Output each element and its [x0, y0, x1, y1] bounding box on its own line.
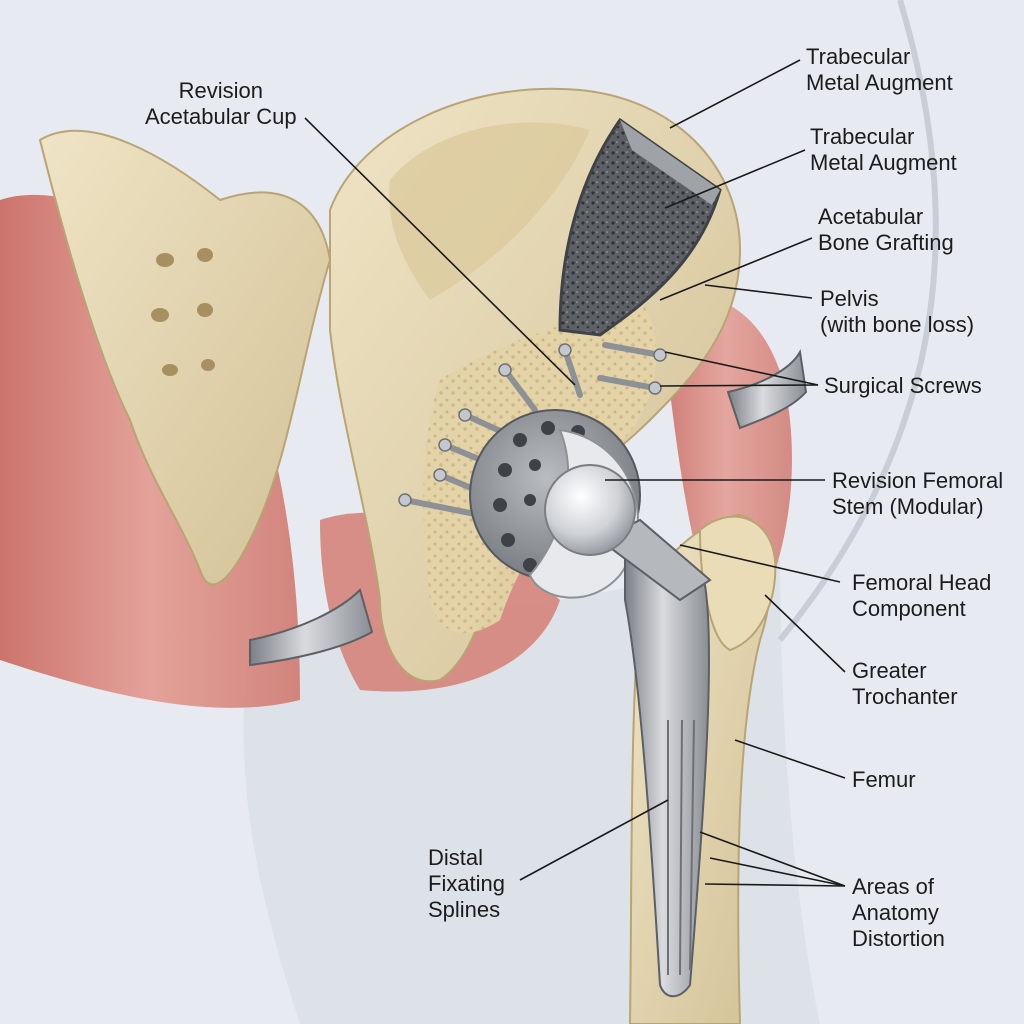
label-line: Fixating — [428, 871, 506, 896]
label-line: Metal Augment — [806, 70, 953, 95]
label-line: Pelvis — [820, 286, 879, 311]
label-line: Trabecular — [806, 44, 911, 69]
label-revision-femoral-stem: Revision Femoral Stem (Modular) — [832, 468, 1003, 520]
sacral-foramina — [151, 248, 215, 376]
label-line: Femur — [852, 767, 916, 792]
label-line: Splines — [428, 897, 501, 922]
label-line: Trabecular — [810, 124, 915, 149]
label-line: Areas of — [852, 874, 934, 899]
distal-splines — [667, 719, 695, 976]
label-line: Distortion — [852, 926, 945, 951]
retractor-right — [726, 348, 808, 430]
label-line: Anatomy — [852, 900, 939, 925]
label-line: Revision Femoral — [832, 468, 1004, 493]
retractor-left — [249, 588, 374, 667]
femoral-head — [544, 464, 636, 556]
label-greater-trochanter: Greater Trochanter — [852, 658, 958, 710]
label-femoral-head-component: Femoral Head Component — [852, 570, 991, 622]
label-acetabular-bone-grafting: Acetabular Bone Grafting — [818, 204, 954, 256]
label-revision-acetabular-cup: Revision Acetabular Cup — [145, 78, 297, 130]
label-line: Acetabular — [818, 204, 924, 229]
label-pelvis: Pelvis (with bone loss) — [820, 286, 974, 338]
label-line: Femoral Head — [852, 570, 992, 595]
label-femur: Femur — [852, 767, 916, 793]
ilium-fossa — [389, 122, 590, 300]
label-line: Distal — [428, 845, 484, 870]
label-areas-of-anatomy-distortion: Areas of Anatomy Distortion — [852, 874, 945, 952]
label-line: Revision — [178, 78, 264, 103]
sacrum — [38, 129, 332, 586]
label-trabecular-metal-augment-2: Trabecular Metal Augment — [810, 124, 957, 176]
screw-heads — [398, 343, 667, 507]
label-line: Greater — [852, 658, 927, 683]
label-surgical-screws: Surgical Screws — [824, 373, 982, 399]
label-line: Bone Grafting — [818, 230, 954, 255]
label-line: Metal Augment — [810, 150, 957, 175]
cup-holes — [493, 421, 585, 572]
label-trabecular-metal-augment-1: Trabecular Metal Augment — [806, 44, 953, 96]
label-line: (with bone loss) — [820, 312, 975, 337]
augment-rim — [620, 120, 720, 205]
label-distal-fixating-splines: Distal Fixating Splines — [428, 845, 505, 923]
label-line: Acetabular Cup — [145, 104, 297, 129]
leader-lines — [304, 59, 846, 887]
label-line: Component — [852, 596, 966, 621]
label-line: Trochanter — [852, 684, 958, 709]
label-line: Surgical Screws — [824, 373, 982, 398]
label-line: Stem (Modular) — [832, 494, 984, 519]
skin-edge — [777, 0, 939, 642]
